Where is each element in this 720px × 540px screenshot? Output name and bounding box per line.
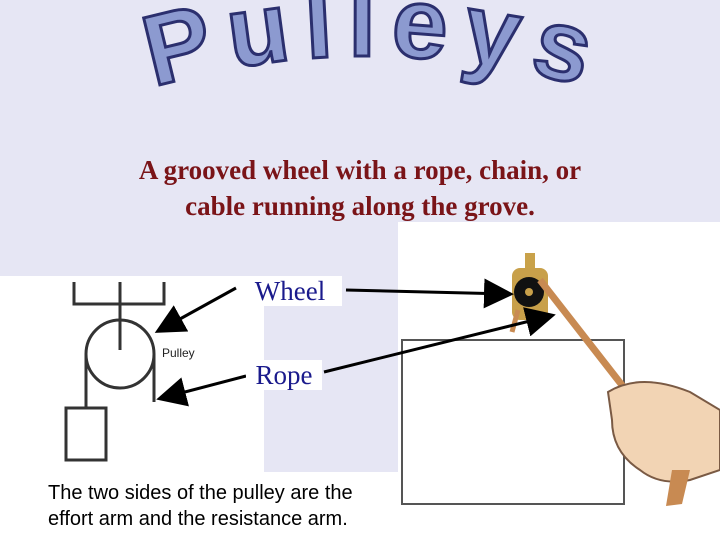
caption-line-2: effort arm and the resistance arm. xyxy=(48,506,398,532)
definition-line-1: A grooved wheel with a rope, chain, or xyxy=(60,152,660,188)
page-title: Pulleys xyxy=(132,0,617,110)
pulley-hub xyxy=(525,288,533,296)
load-block xyxy=(66,408,106,460)
diagram-pulley-tag: Pulley xyxy=(162,346,195,360)
caption: The two sides of the pulley are the effo… xyxy=(48,480,398,532)
caption-line-1: The two sides of the pulley are the xyxy=(48,480,398,506)
definition-line-2: cable running along the grove. xyxy=(60,188,660,224)
definition-text: A grooved wheel with a rope, chain, or c… xyxy=(60,152,660,224)
wheel-label: Wheel xyxy=(238,276,342,306)
rope-label: Rope xyxy=(246,360,322,390)
